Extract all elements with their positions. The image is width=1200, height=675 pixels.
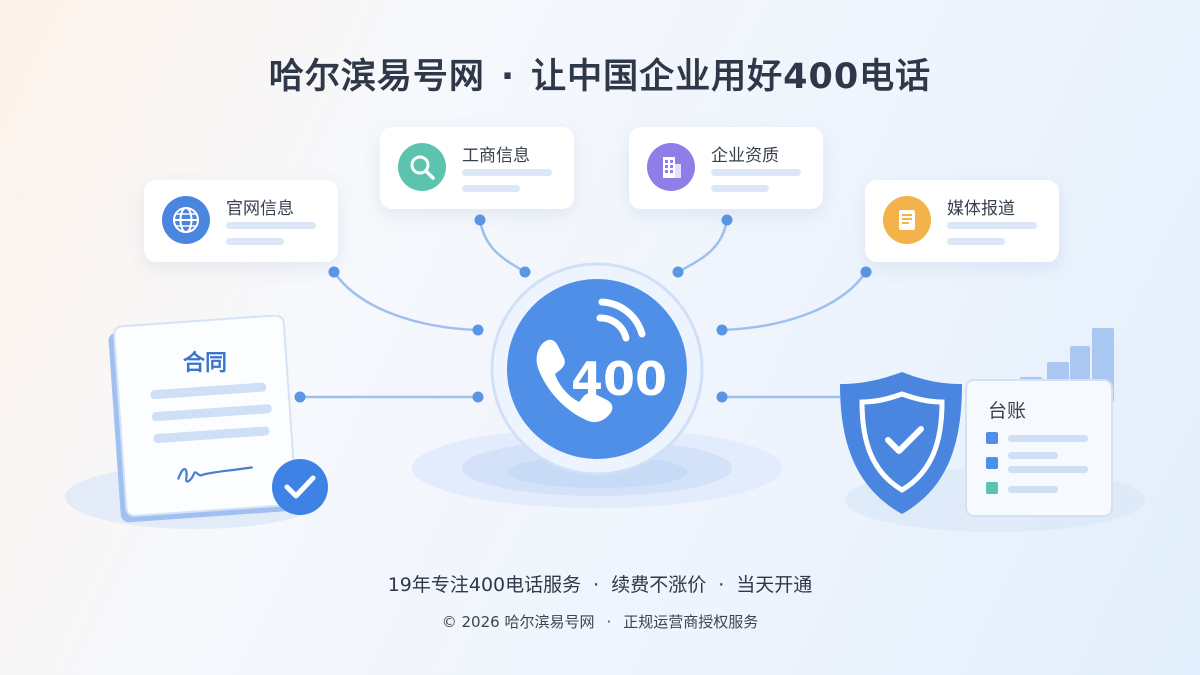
title-separator: · — [500, 57, 516, 97]
page-title: 哈尔滨易号网 · 让中国企业用好400电话 — [0, 48, 1200, 99]
card-business-info: 工商信息 — [380, 127, 574, 209]
center-400-emblem: 400 — [490, 262, 704, 476]
card-media-label: 媒体报道 — [947, 199, 1015, 219]
signal-waves-icon — [596, 298, 646, 342]
card-website-label: 官网信息 — [226, 199, 294, 219]
ledger-label: 台账 — [988, 400, 1026, 422]
search-icon — [398, 143, 446, 191]
ledger-shield-group: 台账 — [840, 328, 1114, 517]
copyright-text: © 2026 哈尔滨易号网 — [441, 613, 595, 631]
shield-check-icon — [840, 372, 962, 514]
checkmark-icon — [272, 459, 328, 515]
tagline-years: 19年专注400电话服务 — [387, 574, 582, 596]
placeholder-line — [711, 169, 801, 176]
copyright-separator: · — [606, 613, 612, 631]
placeholder-line — [947, 222, 1037, 229]
contract-label: 合同 — [183, 350, 227, 376]
contract-document: 合同 — [108, 315, 328, 523]
globe-icon — [162, 196, 210, 244]
title-slogan: 让中国企业用好400电话 — [531, 57, 932, 97]
authorization-text: 正规运营商授权服务 — [623, 613, 759, 631]
card-qualification-label: 企业资质 — [711, 146, 779, 166]
card-media-reports: 媒体报道 — [865, 180, 1059, 262]
tagline-separator: · — [593, 574, 600, 596]
tagline-activation: 当天开通 — [736, 574, 813, 596]
phone-icon — [536, 339, 613, 423]
placeholder-line — [947, 238, 1005, 245]
placeholder-line — [226, 238, 284, 245]
tagline-separator: · — [718, 574, 725, 596]
document-icon — [883, 196, 931, 244]
placeholder-line — [711, 185, 769, 192]
placeholder-line — [226, 222, 316, 229]
placeholder-line — [462, 169, 552, 176]
footer-copyright: © 2026 哈尔滨易号网 · 正规运营商授权服务 — [0, 611, 1200, 632]
card-website-info: 官网信息 — [144, 180, 338, 262]
center-number: 400 — [571, 352, 667, 406]
placeholder-line — [462, 185, 520, 192]
title-brand: 哈尔滨易号网 — [268, 57, 485, 97]
building-icon — [647, 143, 695, 191]
card-business-label: 工商信息 — [462, 146, 530, 166]
tagline-renewal: 续费不涨价 — [611, 574, 707, 596]
card-qualification: 企业资质 — [629, 127, 823, 209]
footer-tagline: 19年专注400电话服务 · 续费不涨价 · 当天开通 — [0, 570, 1200, 597]
